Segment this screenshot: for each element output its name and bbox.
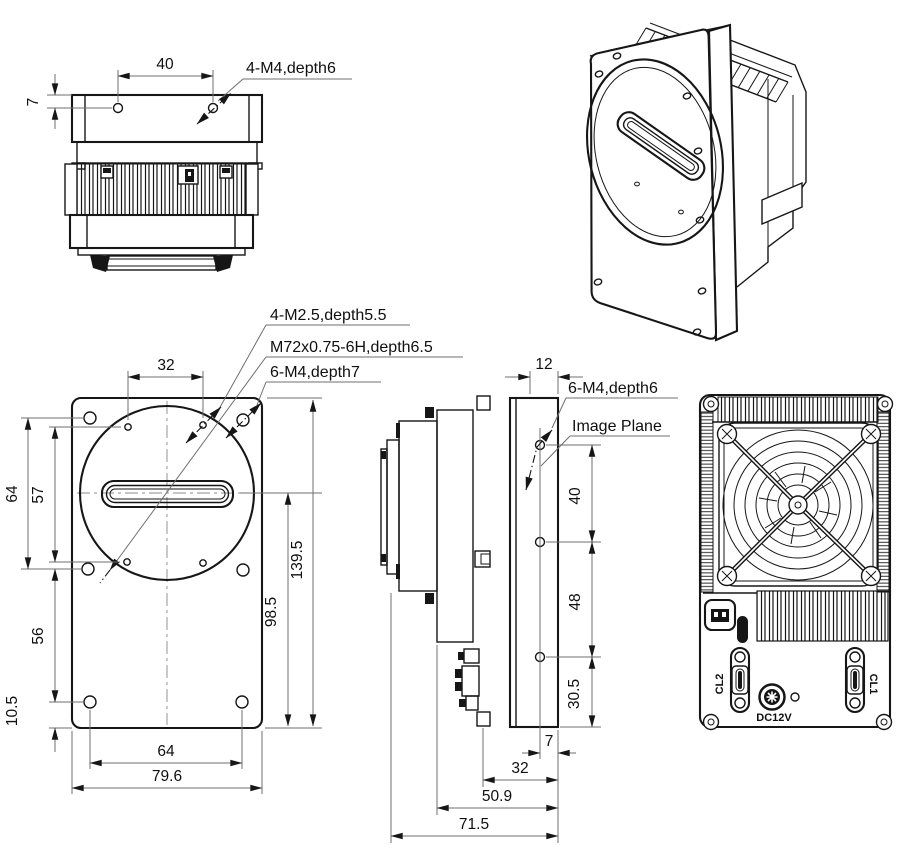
dim-top-7: 7 <box>25 98 42 107</box>
back-plate <box>698 393 892 729</box>
dim-top-40: 40 <box>156 56 174 73</box>
mount-hole <box>112 102 124 114</box>
label-dc12v: DC12V <box>756 712 792 724</box>
slot-cutout <box>737 616 748 643</box>
callout-top-m4: 4-M4,depth6 <box>246 60 336 77</box>
dim-front-10-5: 10.5 <box>4 696 21 726</box>
iso-plate-front-face <box>589 28 718 340</box>
side-view-callouts: 6-M4,depth6 Image Plane <box>525 380 678 491</box>
heatsink-fins-back-lower <box>756 590 889 642</box>
m4-hole <box>236 413 250 427</box>
callout-m72: M72x0.75-6H,depth6.5 <box>270 339 433 356</box>
mount-hole <box>207 102 219 114</box>
m4-hole <box>83 695 97 709</box>
label-cl1: CL1 <box>867 674 879 695</box>
isometric-view <box>585 22 807 342</box>
m2-5-hole <box>123 558 131 566</box>
heatsink-fins-back-top <box>717 396 879 423</box>
callout-m2-5: 4-M2.5,depth5.5 <box>270 307 387 324</box>
side-view-dimensions: 12 40 48 30.5 7 32 50.9 71.5 <box>390 356 601 843</box>
side-view: 6-M4,depth6 Image Plane 12 40 48 30.5 7 … <box>380 356 678 843</box>
fan-guard <box>716 423 882 587</box>
dim-front-98-5: 98.5 <box>263 597 280 627</box>
mounting-plate-side <box>508 396 560 729</box>
corner-screws <box>702 395 894 731</box>
lens-barrel-top <box>68 213 255 250</box>
iso-body-rear <box>729 39 807 288</box>
m4-hole <box>83 411 97 425</box>
dim-side-50-9: 50.9 <box>482 788 512 805</box>
callout-side-m4: 6-M4,depth6 <box>568 380 658 397</box>
front-view-dimensions: 32 64 57 56 10.5 64 79.6 98.5 139.5 <box>4 357 322 794</box>
power-jack <box>758 683 786 711</box>
cl2-connector <box>729 646 751 714</box>
iso-plate-holes <box>593 52 707 336</box>
fan <box>716 422 882 587</box>
top-view-dimensions: 40 7 4-M4,depth6 <box>25 56 352 129</box>
front-view: 4-M2.5,depth5.5 M72x0.75-6H,depth6.5 6-M… <box>4 307 463 794</box>
top-view-body <box>64 93 264 272</box>
dim-front-79-6: 79.6 <box>152 768 182 785</box>
lens-ring-front <box>380 448 388 566</box>
label-image-plane: Image Plane <box>572 418 662 435</box>
m4-hole <box>81 562 95 576</box>
lens-ring-mid <box>386 439 400 575</box>
top-view: 40 7 4-M4,depth6 <box>25 56 352 272</box>
heatsink-fins-left <box>700 411 714 593</box>
front-plate <box>70 396 264 730</box>
sensor-slot-outer <box>100 479 235 509</box>
dim-side-48: 48 <box>567 593 584 610</box>
dim-side-40: 40 <box>567 487 584 505</box>
iso-lens-mount <box>585 58 725 246</box>
side-view-body <box>380 395 560 759</box>
m4-hole <box>236 563 250 577</box>
m4-hole <box>235 695 249 709</box>
dim-front-64-bottom: 64 <box>157 743 175 760</box>
dim-front-139-5: 139.5 <box>289 541 306 580</box>
cl1-connector <box>844 646 866 714</box>
back-view: CL2 CL1 DC12V <box>698 393 894 731</box>
dim-front-56: 56 <box>30 627 47 644</box>
m2-5-hole <box>199 559 207 567</box>
dim-side-7: 7 <box>545 733 554 750</box>
m2-5-hole <box>124 423 132 431</box>
dim-side-30-5: 30.5 <box>566 679 583 709</box>
dim-side-32: 32 <box>511 760 528 777</box>
dim-side-12: 12 <box>535 356 552 373</box>
dim-front-32: 32 <box>157 357 174 374</box>
front-view-body <box>70 396 264 730</box>
front-view-callouts: 4-M2.5,depth5.5 M72x0.75-6H,depth6.5 6-M… <box>99 307 463 584</box>
camera-body-side <box>436 409 474 643</box>
power-led <box>790 692 800 702</box>
dim-side-71-5: 71.5 <box>459 816 489 833</box>
label-cl2: CL2 <box>714 674 726 695</box>
lens-ring-back <box>398 420 438 592</box>
io-connector-2pin <box>703 598 737 632</box>
dim-front-57: 57 <box>30 486 47 503</box>
side-connector <box>461 665 480 697</box>
callout-m4-front: 6-M4,depth7 <box>270 364 360 381</box>
fan-blades <box>758 465 838 545</box>
dim-front-64-left: 64 <box>4 485 21 503</box>
